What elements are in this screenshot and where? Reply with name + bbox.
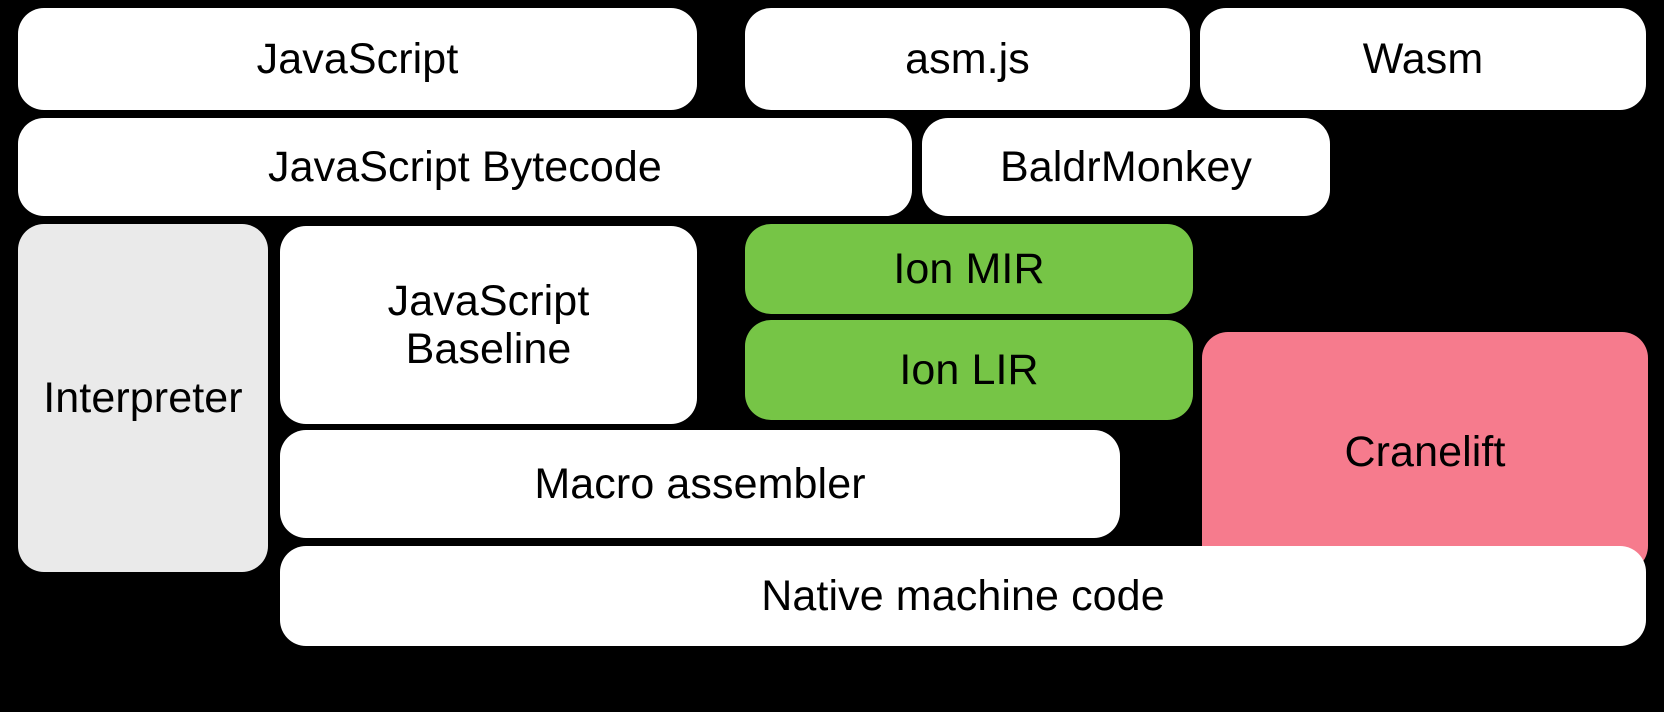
node-ion-lir: Ion LIR (745, 320, 1193, 420)
node-javascript-bytecode: JavaScript Bytecode (18, 118, 912, 216)
node-asm-js: asm.js (745, 8, 1190, 110)
node-javascript: JavaScript (18, 8, 697, 110)
node-interpreter: Interpreter (18, 224, 268, 572)
node-cranelift: Cranelift (1202, 332, 1648, 572)
node-ion-mir: Ion MIR (745, 224, 1193, 314)
node-javascript-baseline: JavaScript Baseline (280, 226, 697, 424)
node-macro-assembler: Macro assembler (280, 430, 1120, 538)
node-baldrmonkey: BaldrMonkey (922, 118, 1330, 216)
node-wasm: Wasm (1200, 8, 1646, 110)
node-native-machine-code: Native machine code (280, 546, 1646, 646)
